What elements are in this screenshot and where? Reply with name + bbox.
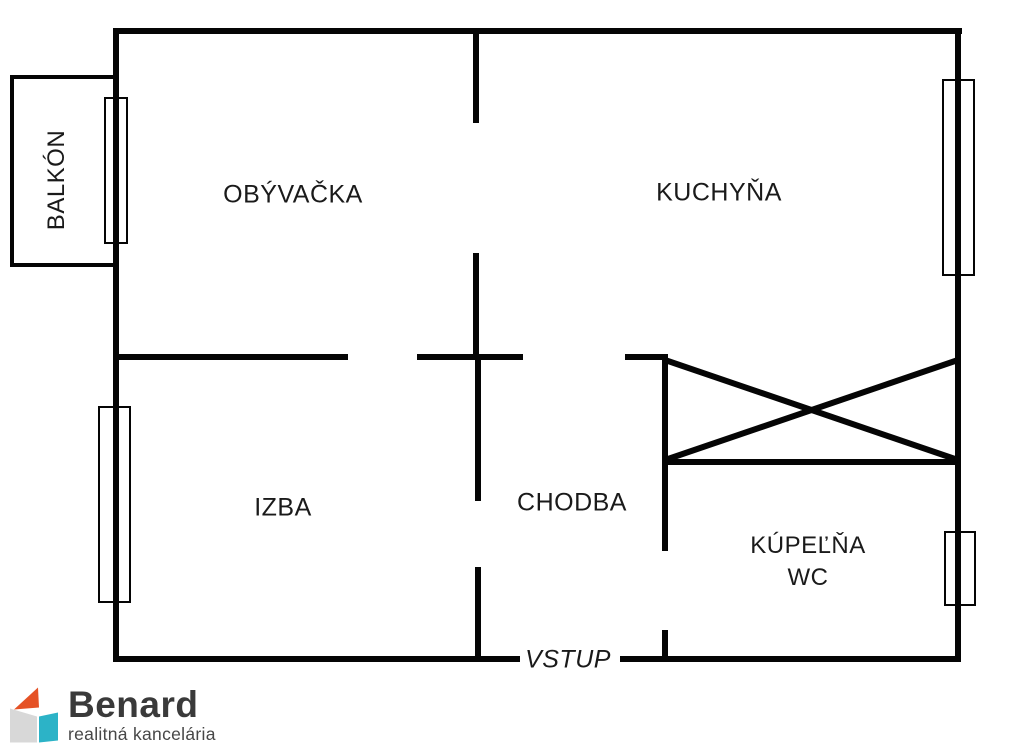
logo-text-block: Benard realitná kancelária bbox=[68, 686, 216, 744]
balcony-outline bbox=[10, 75, 117, 267]
outer-wall-right bbox=[955, 28, 961, 662]
wall-mid-cross bbox=[417, 354, 523, 360]
logo-name: Benard bbox=[68, 684, 199, 725]
outer-wall-bottom-right bbox=[620, 656, 961, 662]
logo: Benard realitná kancelária bbox=[8, 686, 216, 744]
wall-kupelna-left-upper bbox=[662, 354, 668, 551]
room-label-kupelna-line1: KÚPEĽŇA bbox=[750, 532, 866, 559]
room-label-obyvacka: OBÝVAČKA bbox=[223, 180, 363, 209]
wall-obyvacka-kuchyna-upper bbox=[473, 28, 479, 123]
room-label-izba: IZBA bbox=[254, 493, 312, 522]
wall-izba-chodba-upper bbox=[475, 354, 481, 501]
room-label-kuchyna: KUCHYŇA bbox=[656, 178, 782, 207]
shaft-box-bottom-wall bbox=[662, 459, 961, 465]
outer-wall-top bbox=[113, 28, 962, 34]
wall-kupelna-left-stub bbox=[662, 630, 668, 662]
room-label-chodba: CHODBA bbox=[517, 488, 627, 517]
entrance-label-vstup: VSTUP bbox=[525, 645, 611, 674]
logo-cube-icon bbox=[10, 687, 58, 743]
wall-obyvacka-kuchyna-lower bbox=[473, 253, 479, 360]
outer-wall-bottom-left bbox=[113, 656, 520, 662]
room-label-balkon: BALKÓN bbox=[43, 129, 70, 231]
wall-izba-chodba-lower bbox=[475, 567, 481, 662]
logo-tagline: realitná kancelária bbox=[68, 724, 216, 744]
room-label-kupelna: KÚPEĽŇA WC bbox=[750, 530, 866, 594]
wall-kuchyna-chodba bbox=[625, 354, 667, 360]
outer-wall-left bbox=[113, 28, 119, 662]
wall-obyvacka-izba bbox=[113, 354, 348, 360]
shaft-cross bbox=[664, 357, 959, 463]
room-label-kupelna-line2: WC bbox=[787, 564, 829, 591]
